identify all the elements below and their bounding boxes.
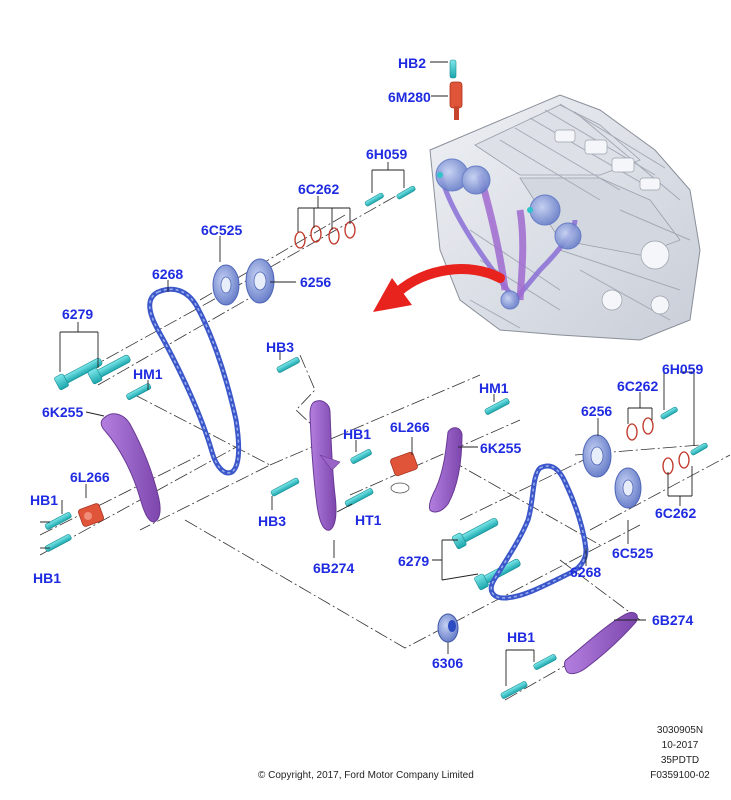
- chain-guide-6b274-right: [564, 611, 638, 675]
- label-6c525-right: 6C525: [612, 545, 654, 561]
- tensioner-6l266-mid: [390, 451, 418, 494]
- label-6b274-right: 6B274: [652, 612, 694, 628]
- label-6m280: 6M280: [388, 89, 431, 105]
- tensioner-6l266-left: [78, 503, 104, 527]
- label-hb1-mid: HB1: [343, 426, 372, 442]
- label-6b274-mid: 6B274: [313, 560, 355, 576]
- label-6c262-right-bottom: 6C262: [655, 505, 697, 521]
- label-ht1: HT1: [355, 512, 382, 528]
- direction-arrow: [373, 264, 505, 312]
- chain-guide-6k255-right: [429, 427, 463, 513]
- label-6k255-right: 6K255: [480, 440, 522, 456]
- engine-block: [429, 94, 701, 341]
- cam-sprocket-6c525-right: [614, 467, 642, 509]
- label-hb1-left-a: HB1: [30, 492, 59, 508]
- label-6h059-top: 6H059: [366, 146, 408, 162]
- label-6268-top: 6268: [152, 266, 184, 282]
- label-hm1-right: HM1: [479, 380, 509, 396]
- label-6h059-right: 6H059: [662, 361, 704, 377]
- cam-sprocket-6256-right: [582, 434, 612, 478]
- o-rings-right: [626, 417, 690, 475]
- label-hb1-bottom: HB1: [507, 629, 536, 645]
- label-6c262-top: 6C262: [298, 181, 340, 197]
- o-rings-top: [294, 221, 356, 249]
- label-6l266-left: 6L266: [70, 469, 110, 485]
- doc-number: 3030905N: [656, 725, 704, 736]
- label-hb1-left-b: HB1: [33, 570, 62, 586]
- label-6k255-left: 6K255: [42, 404, 84, 420]
- cam-sprocket-6c525-left: [212, 264, 240, 306]
- label-hb3-mid: HB3: [258, 513, 287, 529]
- label-6l266-mid: 6L266: [390, 419, 430, 435]
- leader-lines: [40, 61, 695, 686]
- label-6256-top: 6256: [300, 274, 332, 290]
- doc-code: 35PDTD: [660, 755, 700, 766]
- label-6c262-right-top: 6C262: [617, 378, 659, 394]
- chain-guide-6b274-mid: [309, 400, 337, 531]
- label-6256-right: 6256: [581, 403, 613, 419]
- label-6c525-top: 6C525: [201, 222, 243, 238]
- label-6268-right: 6268: [570, 564, 602, 580]
- label-6306: 6306: [432, 655, 464, 671]
- cam-sprocket-6256-left: [245, 258, 275, 304]
- label-6279-left: 6279: [62, 306, 94, 322]
- label-6279-right: 6279: [398, 553, 430, 569]
- label-hm1-left: HM1: [133, 366, 163, 382]
- doc-figure-id: F0359100-02: [650, 770, 710, 781]
- crank-sprocket-6306: [437, 613, 459, 643]
- label-hb2: HB2: [398, 55, 427, 71]
- bolts: [44, 59, 708, 699]
- copyright-notice: © Copyright, 2017, Ford Motor Company Li…: [258, 770, 474, 781]
- chain-guide-6k255-left: [100, 413, 161, 523]
- timing-chain-left: [147, 286, 242, 476]
- sensor-6m280: [449, 81, 463, 120]
- label-hb3-top: HB3: [266, 339, 295, 355]
- doc-date: 10-2017: [661, 740, 699, 751]
